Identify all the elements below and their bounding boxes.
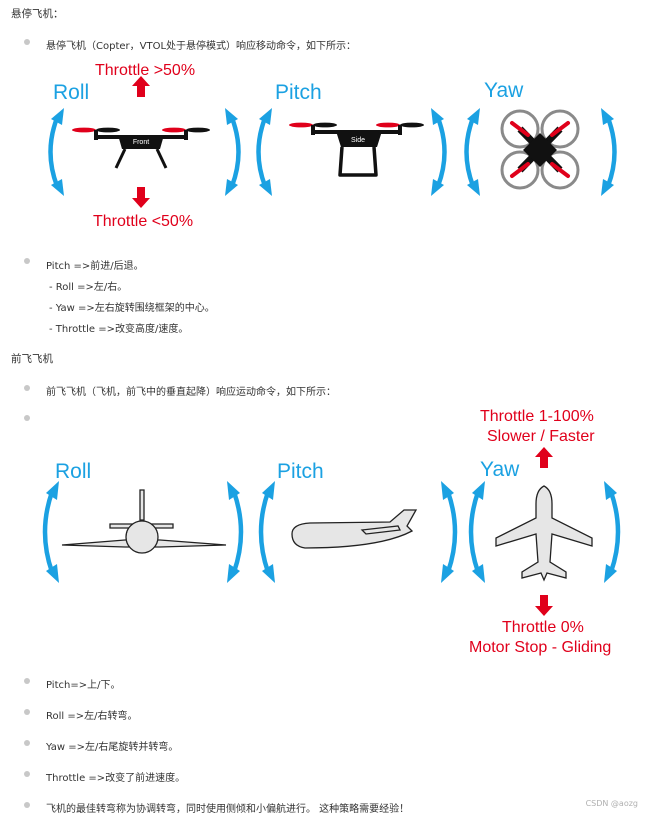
throttle-bottom-line1: Throttle 0% <box>502 619 584 636</box>
roll-left-arrow-icon <box>45 481 59 583</box>
forward-note-pitch: Pitch=>上/下。 <box>46 680 121 691</box>
throttle-up-label: Throttle >50% <box>95 62 195 79</box>
forward-note-roll: Roll =>左/右转弯。 <box>46 711 138 722</box>
red-arrow-down-icon <box>132 187 150 208</box>
bullet-dot <box>24 258 30 264</box>
throttle-down-label: Throttle <50% <box>93 213 193 230</box>
bullet-dot <box>24 678 30 684</box>
forward-intro-text: 前飞飞机（飞机，前飞中的垂直起降）响应运动命令，如下所示： <box>46 387 336 398</box>
pitch-right-arrow-icon <box>441 481 455 583</box>
hover-note-throttle: - Throttle =>改变高度/速度。 <box>49 324 189 335</box>
pitch-label: Pitch <box>275 81 322 104</box>
yaw-label: Yaw <box>480 458 520 481</box>
forward-note-throttle: Throttle =>改变了前进速度。 <box>46 773 186 784</box>
yaw-right-arrow-icon <box>601 108 615 196</box>
side-tag: Side <box>351 137 365 144</box>
red-arrow-up-icon <box>132 76 150 97</box>
roll-left-arrow-icon <box>51 108 65 196</box>
quadcopter-top-icon <box>500 109 580 190</box>
roll-label: Roll <box>55 460 91 483</box>
bullet-dot <box>24 771 30 777</box>
throttle-top-line2: Slower / Faster <box>487 428 595 445</box>
hover-intro-text: 悬停飞机（Copter，VTOL处于悬停模式）响应移动命令，如下所示： <box>46 41 357 52</box>
bullet-dot <box>24 39 30 45</box>
yaw-label: Yaw <box>484 79 524 102</box>
pitch-right-arrow-icon <box>431 108 445 196</box>
throttle-top-line1: Throttle 1-100% <box>480 408 594 425</box>
hover-note-pitch: Pitch =>前进/后退。 <box>46 261 144 272</box>
roll-label: Roll <box>53 81 89 104</box>
bullet-dot <box>24 740 30 746</box>
roll-right-arrow-icon <box>225 108 239 196</box>
hover-note-yaw: - Yaw =>左右旋转围绕框架的中心。 <box>49 303 215 314</box>
bullet-dot <box>24 415 30 421</box>
front-tag: Front <box>133 139 149 146</box>
forward-note-yaw: Yaw =>左/右尾旋转并转弯。 <box>46 742 179 753</box>
red-arrow-down-icon <box>535 595 553 616</box>
pitch-label: Pitch <box>277 460 324 483</box>
forward-note-coordinated-turn: 飞机的最佳转弯称为协调转弯，同时使用侧倾和小偏航进行。 这种策略需要经验！ <box>46 804 410 815</box>
throttle-bottom-line2: Motor Stop - Gliding <box>469 639 611 656</box>
yaw-right-arrow-icon <box>604 481 618 583</box>
bullet-dot <box>24 802 30 808</box>
quadcopter-side-icon: Side <box>289 122 424 177</box>
bullet-dot <box>24 709 30 715</box>
watermark: CSDN @aozg <box>585 799 638 808</box>
section-heading-hover: 悬停飞机： <box>11 8 64 20</box>
bullet-dot <box>24 385 30 391</box>
airplane-front-icon <box>61 489 227 554</box>
hover-note-roll: - Roll =>左/右。 <box>49 282 128 293</box>
section-heading-forward: 前飞飞机 <box>11 353 53 365</box>
pitch-left-arrow-icon <box>261 481 275 583</box>
pitch-left-arrow-icon <box>259 108 273 196</box>
quadcopter-front-icon: Front <box>72 127 210 169</box>
yaw-left-arrow-icon <box>467 108 481 196</box>
forward-control-diagram: Throttle 1-100% Slower / Faster Roll Pit… <box>0 400 650 660</box>
airplane-top-icon <box>495 485 593 582</box>
red-arrow-up-icon <box>535 447 553 468</box>
airplane-side-icon <box>291 509 418 549</box>
hover-control-diagram: Roll Throttle >50% Front Throttle <50% P… <box>0 55 650 235</box>
roll-right-arrow-icon <box>227 481 241 583</box>
yaw-left-arrow-icon <box>471 481 485 583</box>
